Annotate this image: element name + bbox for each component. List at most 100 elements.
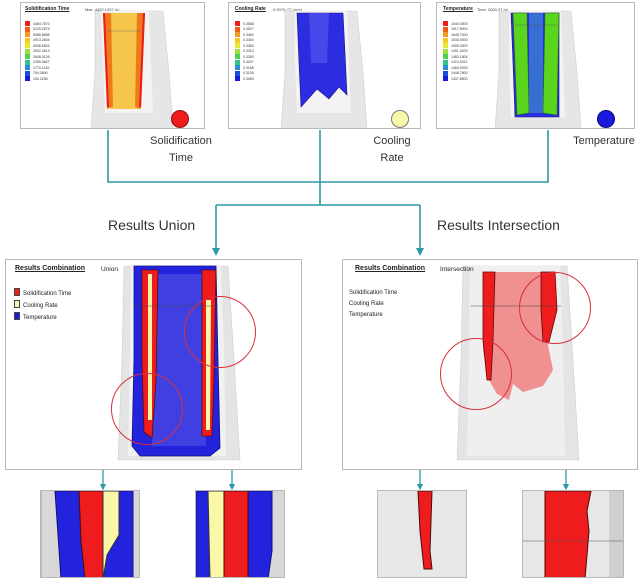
scale-value: 1491.3200 bbox=[451, 49, 468, 54]
combination-mode: Union bbox=[101, 266, 118, 273]
scale-swatch bbox=[25, 32, 30, 38]
scale-value: 0.3168 bbox=[243, 65, 254, 70]
scale-swatch bbox=[443, 37, 448, 43]
scale-value: 1448.7800 bbox=[451, 71, 468, 76]
scale-swatch bbox=[235, 65, 240, 71]
cooling-rate-panel: Cooling Rate 0.0070 (°C /sec) 0.3568 0.3… bbox=[228, 2, 421, 129]
legend-swatch bbox=[14, 300, 20, 308]
casting-render-solidification bbox=[90, 10, 174, 128]
scale-value: 1770.1120 bbox=[33, 65, 50, 70]
panel-title: Cooling Rate bbox=[235, 6, 266, 12]
scale-value: 4008.5824 bbox=[33, 43, 50, 48]
zoom-render bbox=[196, 491, 284, 577]
scale-value: 2648.0126 bbox=[33, 54, 50, 59]
panel-subtitle: Time: 2000.37 (s) bbox=[477, 7, 509, 12]
legend-item-temperature: Temperature bbox=[14, 312, 57, 321]
label-line: Time bbox=[168, 152, 194, 164]
zoom-detail-intersection-left bbox=[377, 490, 467, 578]
scale-swatch bbox=[443, 26, 448, 32]
scale-value: 0.3250 bbox=[243, 54, 254, 59]
legend-label: Temperature bbox=[23, 315, 57, 321]
zoom-detail-union-left bbox=[40, 490, 140, 578]
panel-title: Solidification Time bbox=[25, 6, 70, 12]
scale-value: 1505.4000 bbox=[451, 43, 468, 48]
scale-swatch bbox=[235, 32, 240, 38]
scale-swatch bbox=[235, 26, 240, 32]
scale-value: 794.0840 bbox=[33, 71, 48, 76]
scale-swatch bbox=[443, 59, 448, 65]
color-scale: 4484.7670 5125.2579 5385.8698 4913.2604 … bbox=[25, 21, 50, 82]
scale-swatch bbox=[443, 65, 448, 71]
label-line: Cooling bbox=[373, 135, 411, 147]
casting-render-temperature bbox=[494, 10, 582, 128]
union-highlight-lower-left bbox=[111, 373, 183, 445]
temperature-indicator bbox=[597, 110, 615, 128]
legend-item-solidification: Solidification Time bbox=[349, 290, 397, 296]
scale-swatch bbox=[25, 76, 30, 82]
legend-item-temperature: Temperature bbox=[349, 312, 383, 318]
legend-label: Temperature bbox=[349, 312, 383, 318]
scale-swatch bbox=[443, 32, 448, 38]
scale-swatch bbox=[235, 37, 240, 43]
scale-swatch bbox=[25, 59, 30, 65]
scale-swatch bbox=[235, 54, 240, 60]
legend-label: Cooling Rate bbox=[349, 301, 384, 307]
scale-value: 4484.7670 bbox=[33, 21, 50, 26]
zoom-detail-intersection-right bbox=[522, 490, 624, 578]
panel-title: Temperature bbox=[443, 6, 473, 12]
scale-swatch bbox=[235, 70, 240, 76]
scale-swatch bbox=[443, 54, 448, 60]
panel-subtitle: Max: 4482.1057 (s) bbox=[85, 7, 120, 12]
color-scale: 0.3568 0.3527 0.3460 0.3404 0.3360 0.331… bbox=[235, 21, 254, 82]
scale-swatch bbox=[235, 43, 240, 49]
temperature-label: Temperature bbox=[566, 133, 642, 150]
label-line: Rate bbox=[380, 152, 404, 164]
scale-value: 1482.1804 bbox=[451, 54, 468, 59]
scale-value: 100.2236 bbox=[33, 76, 48, 81]
legend-label: Solidification Time bbox=[349, 290, 398, 296]
intersection-highlight-lower-left bbox=[440, 338, 512, 410]
zoom-detail-union-right bbox=[195, 490, 285, 578]
scale-value: 1540.0000 bbox=[451, 21, 468, 26]
results-union-label: Results Union bbox=[108, 217, 196, 233]
scale-value: 1474.0011 bbox=[451, 60, 468, 65]
scale-value: 1517.8000 bbox=[451, 27, 468, 32]
scale-swatch bbox=[443, 21, 448, 27]
tree-connector bbox=[107, 130, 549, 183]
zoom-render bbox=[41, 491, 139, 577]
results-combination-title: Results Combination bbox=[355, 265, 426, 272]
scale-swatch bbox=[235, 59, 240, 65]
cooling-rate-label: Cooling Rate bbox=[360, 133, 424, 167]
scale-value: 0.3460 bbox=[243, 32, 254, 37]
legend-item-solidification: Solidification Time bbox=[14, 288, 71, 297]
results-intersection-label: Results Intersection bbox=[437, 217, 560, 233]
scale-value: 2265.0647 bbox=[33, 60, 50, 65]
scale-swatch bbox=[443, 43, 448, 49]
scale-value: 0.3404 bbox=[243, 38, 254, 43]
scale-swatch bbox=[235, 76, 240, 82]
temperature-panel: Temperature Time: 2000.37 (s) 1540.0000 … bbox=[436, 2, 635, 129]
scale-swatch bbox=[443, 70, 448, 76]
cooling-rate-indicator bbox=[391, 110, 409, 128]
scale-swatch bbox=[25, 37, 30, 43]
label-line: Solidification bbox=[150, 135, 212, 147]
scale-swatch bbox=[235, 21, 240, 27]
scale-swatch bbox=[25, 21, 30, 27]
scale-swatch bbox=[25, 26, 30, 32]
legend-label: Solidification Time bbox=[23, 291, 72, 297]
scale-value: 0.3105 bbox=[243, 71, 254, 76]
scale-value: 0.3360 bbox=[243, 43, 254, 48]
scale-swatch bbox=[25, 70, 30, 76]
zoom-render bbox=[523, 491, 623, 577]
scale-value: 1460.9200 bbox=[451, 65, 468, 70]
legend-item-cooling: Cooling Rate bbox=[14, 300, 58, 309]
combination-mode: Intersection bbox=[440, 266, 474, 273]
scale-value: 0.3060 bbox=[243, 76, 254, 81]
scale-value: 4913.2604 bbox=[33, 38, 50, 43]
casting-render-cooling bbox=[280, 10, 368, 128]
color-scale: 1540.0000 1517.8000 1545.7000 1533.0000 … bbox=[443, 21, 468, 82]
scale-value: 0.3207 bbox=[243, 60, 254, 65]
label-line: Temperature bbox=[573, 135, 635, 147]
legend-label: Cooling Rate bbox=[23, 303, 58, 309]
intersection-highlight-upper-right bbox=[519, 272, 591, 344]
